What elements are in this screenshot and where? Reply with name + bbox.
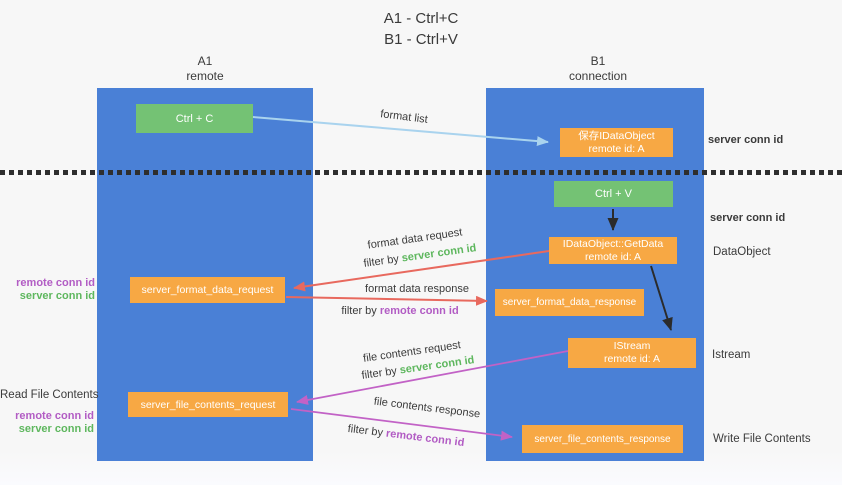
remote-conn-id-annotation: remote conn id: [16, 277, 95, 289]
server-conn-id-annotation-top: server conn id: [708, 134, 784, 146]
format-data-response-filter-label: filter by remote conn id: [341, 305, 459, 317]
ctrl-c-box: Ctrl + C: [136, 104, 253, 133]
istream-line1: IStream: [613, 340, 651, 352]
ctrl-v-box: Ctrl + V: [554, 181, 673, 207]
server-format-data-request-box: server_format_data_request: [130, 277, 285, 303]
format-data-response-arrow: [285, 295, 488, 306]
save-idataobject-box: 保存IDataObject remote id: A: [560, 128, 673, 157]
lifeline-header-a1: A1 remote: [105, 54, 305, 84]
server-file-contents-request-label: server_file_contents_request: [140, 398, 276, 411]
server-format-data-response-label: server_format_data_response: [502, 297, 637, 308]
server-format-data-response-box: server_format_data_response: [495, 289, 644, 316]
lifeline-header-b1: B1 connection: [498, 54, 698, 84]
machine-separator-dotted-line: [0, 170, 842, 175]
lifeline-a1-name: A1: [197, 54, 213, 68]
getdata-line2: remote id: A: [584, 250, 642, 263]
file-contents-response-filter-label: filter by remote conn id: [347, 422, 465, 450]
server-conn-id-annotation: server conn id: [18, 423, 94, 435]
format-data-response-label: format data response: [365, 283, 469, 295]
server-conn-id-annotation-mid: server conn id: [710, 212, 786, 224]
dataobject-annotation: DataObject: [713, 246, 771, 258]
ctrl-c-label: Ctrl + C: [175, 112, 214, 125]
server-file-contents-response-box: server_file_contents_response: [522, 425, 683, 453]
remote-conn-id-annotation: remote conn id: [15, 410, 94, 422]
title-line-b1: B1 - Ctrl+V: [384, 31, 458, 48]
title-line-a1: A1 - Ctrl+C: [383, 10, 459, 27]
istream-line2: remote id: A: [603, 353, 661, 365]
istream-box: IStream remote id: A: [568, 338, 696, 368]
file-conn-id-pair: remote conn id server conn id: [0, 410, 94, 436]
file-contents-response-label: file contents response: [373, 395, 481, 421]
remote-conn-id-key: remote conn id: [385, 427, 465, 450]
server-file-contents-request-box: server_file_contents_request: [128, 392, 288, 417]
ctrl-v-label: Ctrl + V: [595, 188, 632, 200]
save-idataobject-line1: 保存IDataObject: [578, 129, 655, 142]
lifeline-a1-role: remote: [186, 69, 224, 83]
remote-conn-id-key: remote conn id: [379, 305, 459, 317]
diagram-title: A1 - Ctrl+C B1 - Ctrl+V: [0, 8, 842, 50]
format-list-label: format list: [379, 108, 429, 126]
lifeline-b1-name: B1: [590, 54, 606, 68]
write-file-contents-annotation: Write File Contents: [713, 433, 811, 445]
lifeline-b1-role: connection: [568, 69, 628, 83]
idataobject-getdata-box: IDataObject::GetData remote id: A: [549, 237, 677, 264]
istream-annotation: Istream: [712, 349, 751, 361]
server-format-data-request-label: server_format_data_request: [141, 284, 274, 296]
read-file-contents-annotation: Read File Contents: [0, 389, 99, 401]
server-file-contents-response-label: server_file_contents_response: [534, 433, 671, 445]
server-conn-id-annotation: server conn id: [19, 290, 95, 302]
server-conn-id-key: server conn id: [400, 242, 478, 265]
save-idataobject-line2: remote id: A: [588, 142, 645, 155]
getdata-line1: IDataObject::GetData: [562, 237, 664, 250]
format-conn-id-pair: remote conn id server conn id: [0, 277, 95, 303]
